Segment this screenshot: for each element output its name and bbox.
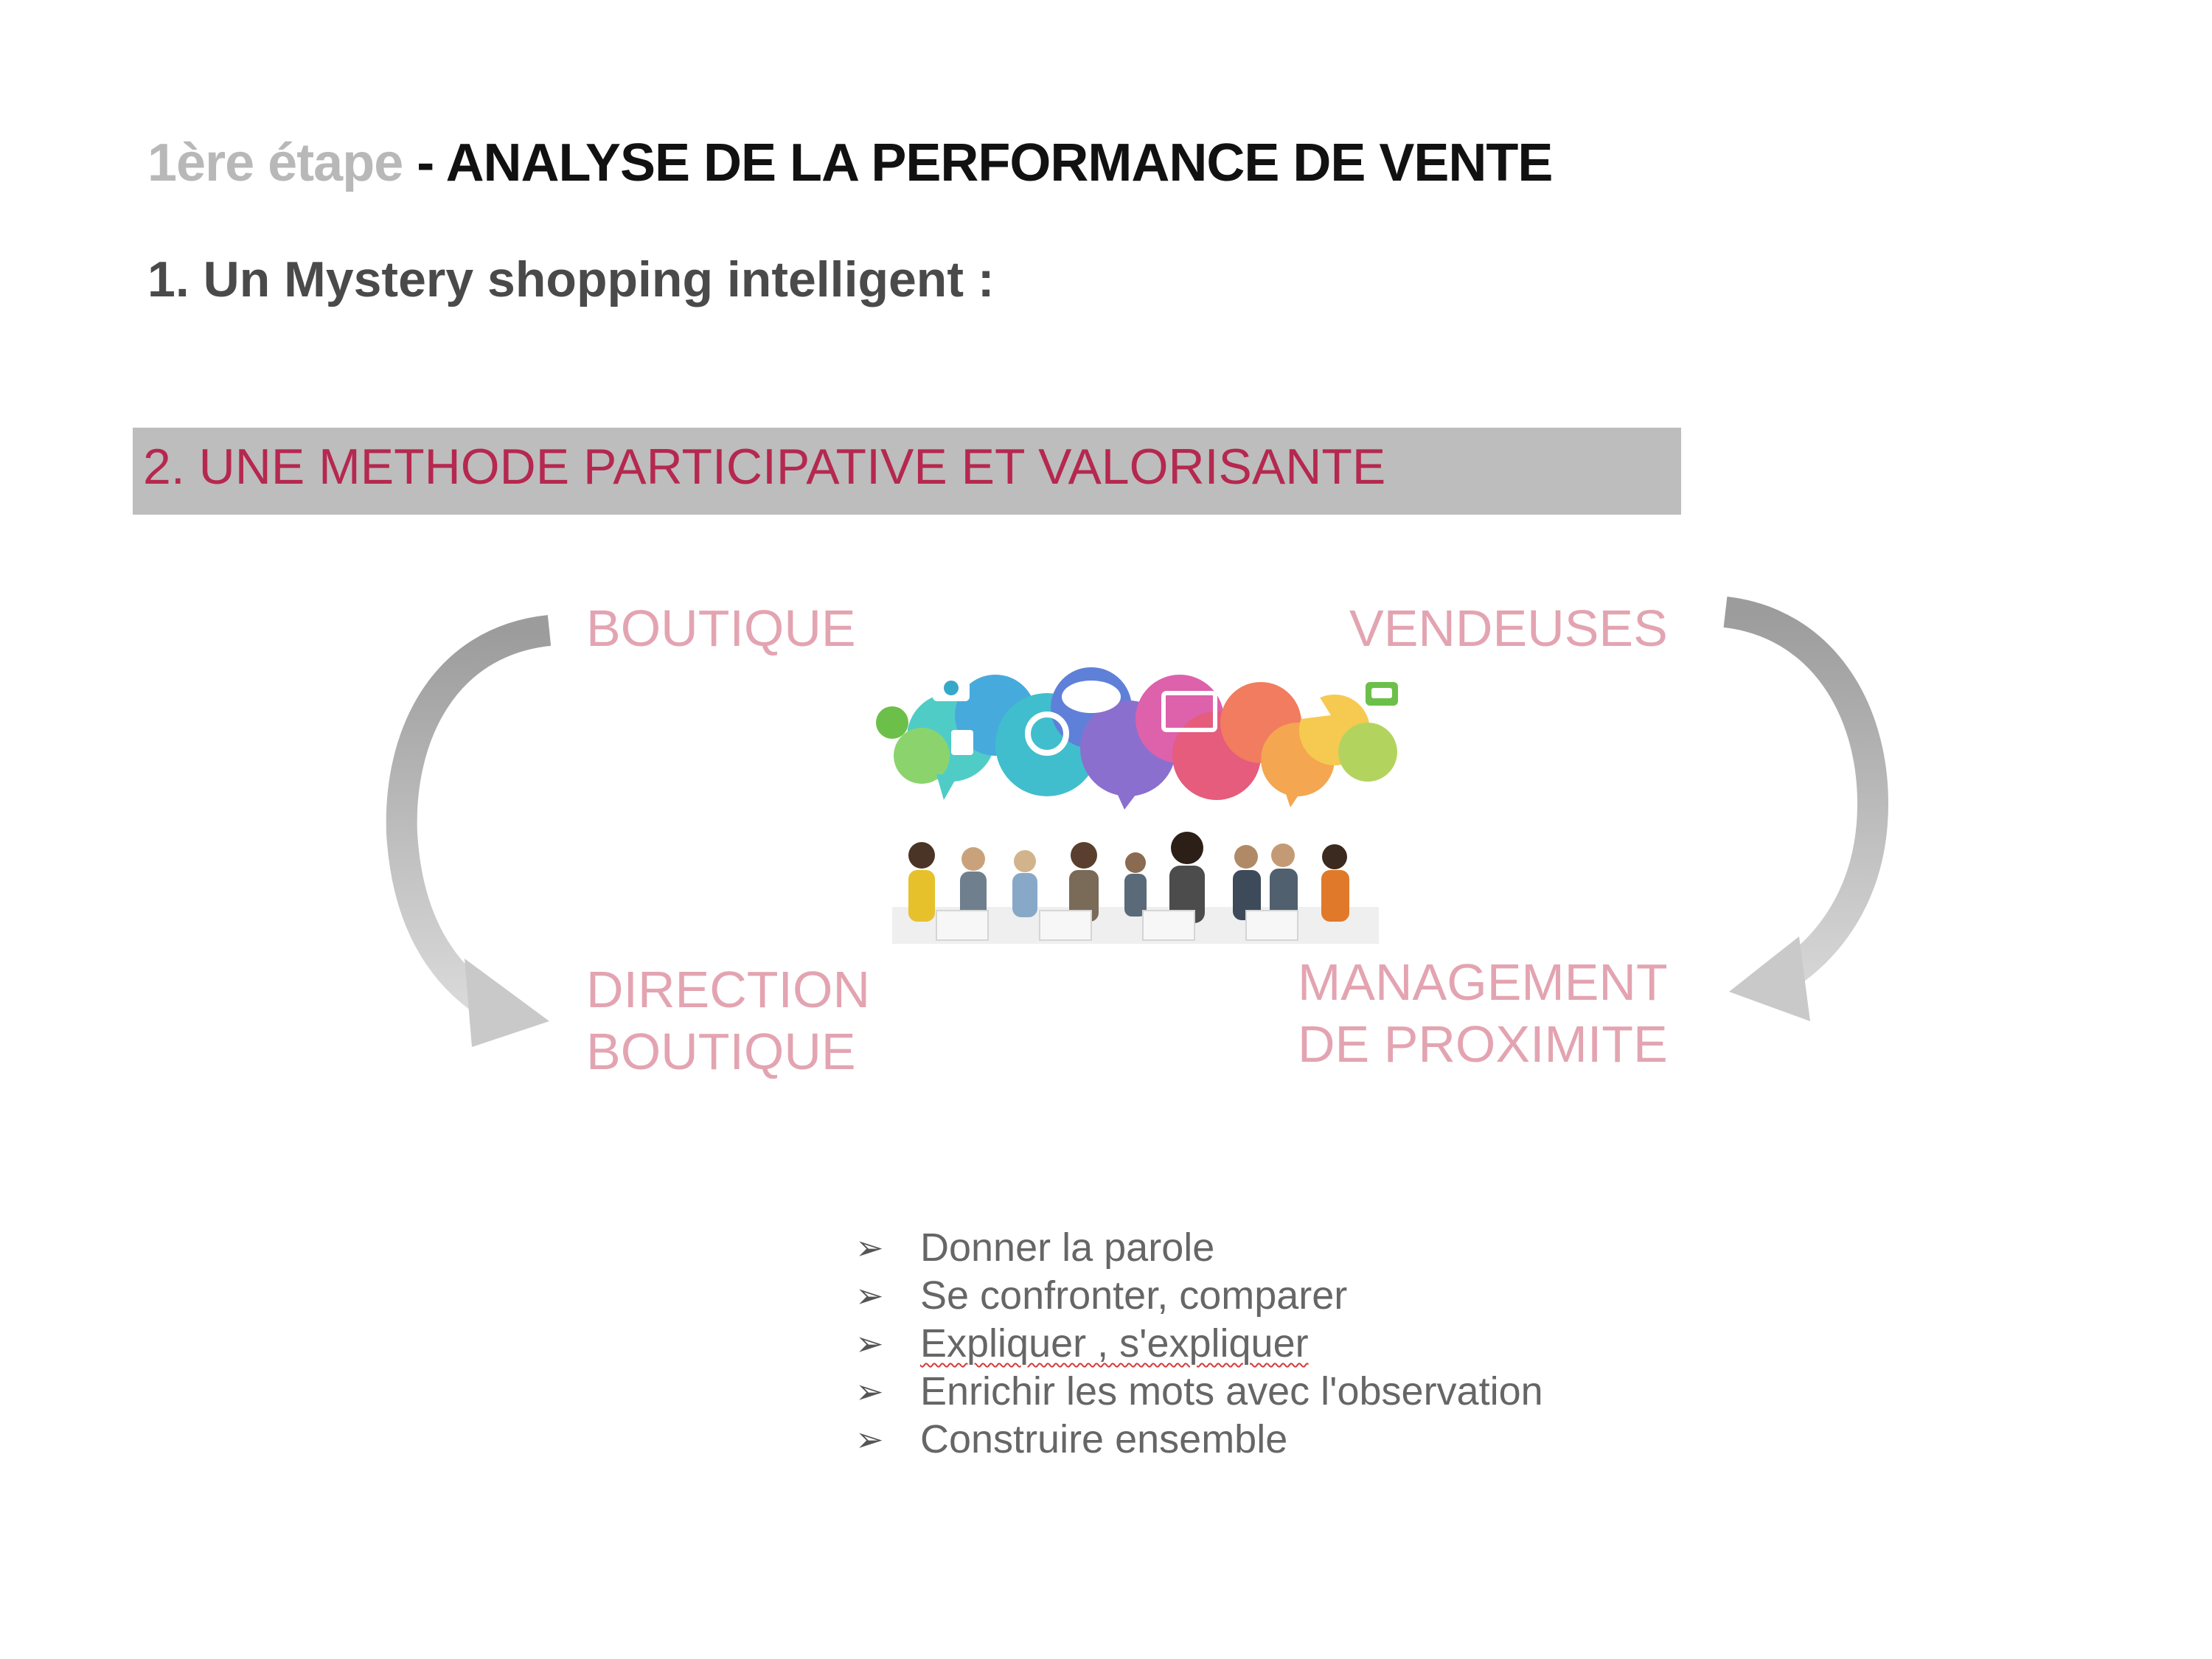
label-direction-boutique: DIRECTION BOUTIQUE	[586, 959, 870, 1082]
cloud-icon	[1062, 681, 1121, 713]
step-title: - ANALYSE DE LA PERFORMANCE DE VENTE	[403, 133, 1553, 192]
section-heading: 2. UNE METHODE PARTICIPATIVE ET VALORISA…	[143, 439, 1386, 495]
bullet-list: ➢ Donner la parole ➢ Se confronter, comp…	[855, 1224, 1543, 1464]
wifi-icon	[876, 706, 908, 739]
bullet-arrow-icon: ➢	[855, 1372, 884, 1411]
list-item: ➢ Donner la parole	[855, 1224, 1543, 1272]
list-item: ➢ Construire ensemble	[855, 1416, 1543, 1464]
bullet-arrow-icon: ➢	[855, 1420, 884, 1458]
label-management-line1: MANAGEMENT	[1298, 953, 1668, 1011]
thumbs-up-icon	[951, 730, 973, 755]
rocket-icon	[1301, 686, 1331, 719]
label-boutique: BOUTIQUE	[586, 599, 856, 657]
label-management-proximite: MANAGEMENT DE PROXIMITE	[1298, 951, 1668, 1075]
left-cycle-arrow	[386, 615, 552, 1047]
bullet-arrow-icon: ➢	[855, 1228, 884, 1267]
section-band: 2. UNE METHODE PARTICIPATIVE ET VALORISA…	[133, 428, 1681, 515]
list-item-text: Enrichir les mots avec l'observation	[920, 1369, 1543, 1413]
label-vendeuses: VENDEUSES	[1349, 599, 1668, 657]
label-direction-line1: DIRECTION	[586, 961, 870, 1018]
list-item-text: Construire ensemble	[920, 1417, 1288, 1461]
page-title: 1ère étape - ANALYSE DE LA PERFORMANCE D…	[147, 133, 1553, 193]
monitor-icon	[1161, 691, 1217, 732]
list-item: ➢ Enrichir les mots avec l'observation	[855, 1368, 1543, 1416]
list-item-text: Se confronter, comparer	[920, 1273, 1348, 1318]
step-label: 1ère étape	[147, 133, 403, 192]
meeting-group-illustration	[892, 832, 1379, 944]
list-item: ➢ Se confronter, comparer	[855, 1272, 1543, 1320]
right-cycle-arrow	[1723, 597, 1889, 1021]
subtitle: 1. Un Mystery shopping intelligent :	[147, 251, 995, 307]
list-item: ➢ Expliquer , s'expliquer	[855, 1320, 1543, 1368]
label-management-line2: DE PROXIMITE	[1298, 1015, 1668, 1073]
bullet-arrow-icon: ➢	[855, 1276, 884, 1315]
bullet-arrow-icon: ➢	[855, 1324, 884, 1363]
list-item-text: Expliquer , s'expliquer	[920, 1321, 1309, 1366]
c-icon	[1025, 712, 1069, 756]
speech-bubbles-illustration	[876, 667, 1398, 810]
list-item-text: Donner la parole	[920, 1225, 1215, 1270]
label-direction-line2: BOUTIQUE	[586, 1023, 856, 1080]
